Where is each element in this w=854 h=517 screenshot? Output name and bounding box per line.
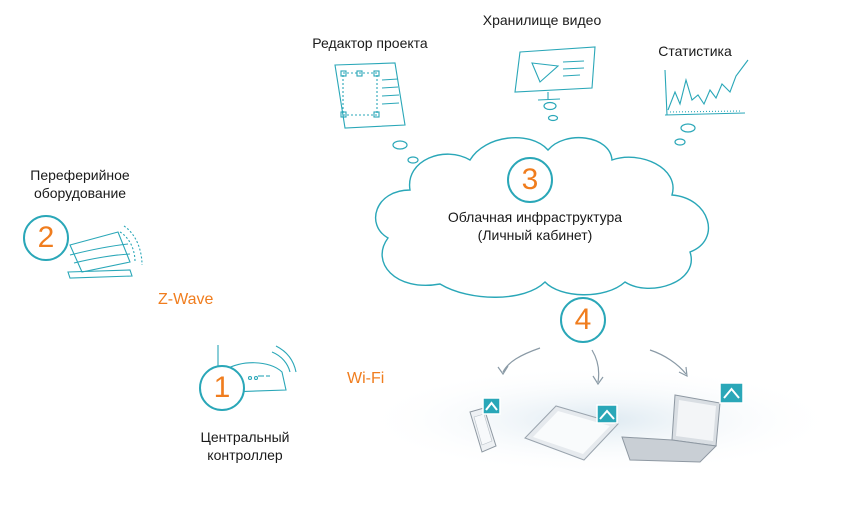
- thought-bubbles: [392, 101, 696, 164]
- step-3-number: 3: [521, 163, 539, 196]
- step-4-circle: [560, 297, 606, 343]
- cloud-label-line2: (Личный кабинет): [477, 227, 593, 243]
- step-3-circle: [507, 157, 553, 203]
- peripheral-label-line2: оборудование: [33, 185, 127, 201]
- step-1-circle: [199, 365, 245, 411]
- tablet-icon: [524, 405, 619, 461]
- project-editor-icon: [334, 62, 406, 129]
- controller-label-line2: контроллер: [207, 447, 283, 463]
- cloud-label: Облачная инфраструктура (Личный кабинет): [430, 208, 640, 244]
- app-badge-icon: [482, 397, 501, 415]
- cloud-icon: [375, 136, 710, 298]
- step-2-number: 2: [37, 221, 55, 254]
- smartphone-icon: [469, 407, 497, 453]
- step-4-number: 4: [574, 303, 592, 336]
- wifi-label: Wi-Fi: [347, 370, 385, 387]
- controller-label-line1: Центральный: [200, 429, 290, 445]
- project-editor-label: Редактор проекта: [312, 35, 428, 51]
- peripheral-label: Переферийное оборудование: [10, 166, 150, 202]
- zwave-label: Z-Wave: [158, 291, 214, 308]
- app-badge-icon: [719, 382, 744, 404]
- step-2-circle: [23, 215, 69, 261]
- cloud-label-line1: Облачная инфраструктура: [447, 209, 623, 225]
- app-badge-icon: [596, 404, 618, 424]
- peripheral-device-icon: [67, 225, 143, 279]
- video-storage-label: Хранилище видео: [482, 12, 602, 28]
- statistics-icon: [664, 59, 749, 116]
- controller-label: Центральный контроллер: [180, 428, 310, 464]
- video-storage-icon: [514, 46, 596, 101]
- step-1-number: 1: [213, 371, 231, 404]
- peripheral-label-line1: Переферийное: [30, 167, 130, 183]
- download-arrows: [497, 347, 688, 386]
- statistics-label: Статистика: [658, 43, 732, 59]
- laptop-icon: [621, 394, 721, 463]
